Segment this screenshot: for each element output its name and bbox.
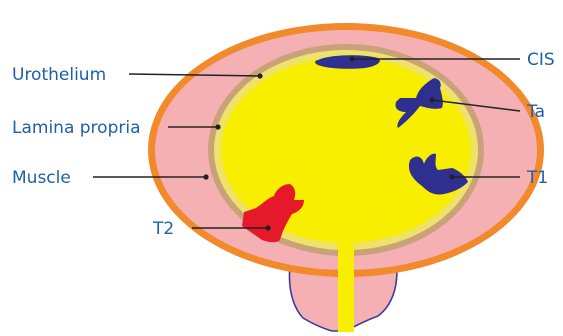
dot-t1 bbox=[449, 174, 454, 179]
label-t1: T1 bbox=[526, 168, 548, 188]
label-urothelium: Urothelium bbox=[12, 65, 106, 85]
dot-t2 bbox=[265, 225, 270, 230]
dot-urothelium bbox=[257, 73, 262, 78]
dot-ta bbox=[429, 97, 434, 102]
label-lamina-propria: Lamina propria bbox=[12, 118, 141, 138]
label-cis: CIS bbox=[527, 50, 555, 70]
label-ta: Ta bbox=[526, 102, 545, 122]
dot-cis bbox=[349, 56, 354, 61]
label-muscle: Muscle bbox=[12, 168, 71, 188]
urethra-channel bbox=[338, 222, 354, 332]
label-t2: T2 bbox=[152, 219, 174, 239]
dot-muscle bbox=[203, 174, 208, 179]
dot-lamina-propria bbox=[215, 124, 220, 129]
